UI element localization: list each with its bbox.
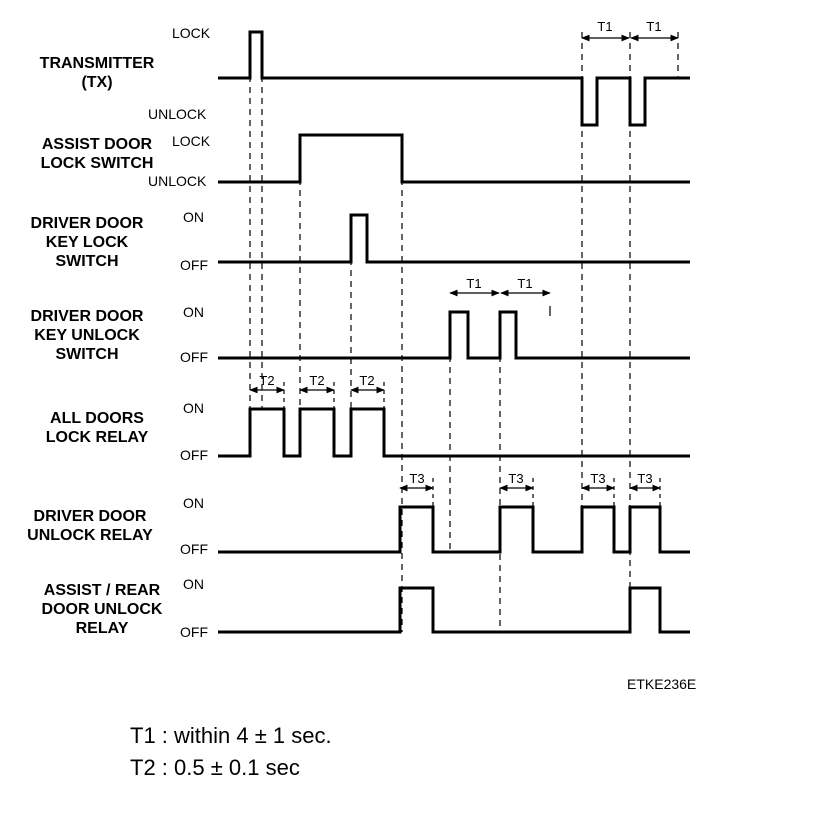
waveform-driver-door-key-lock-switch: [218, 213, 690, 264]
t3-label: T3: [508, 471, 523, 486]
waveform-transmitter: [218, 30, 690, 127]
state-high-label: LOCK: [172, 25, 211, 41]
state-labels: LOCK UNLOCK LOCK UNLOCK ON OFF ON OFF ON…: [148, 25, 211, 640]
svg-text:ALL DOORS: ALL DOORS: [50, 410, 144, 427]
state-low-label: OFF: [180, 541, 208, 557]
t1-label: T1: [646, 19, 661, 34]
signal-label-line: KEY UNLOCK: [34, 327, 140, 344]
svg-text:SWITCH: SWITCH: [55, 253, 118, 270]
state-low-label: OFF: [180, 349, 208, 365]
state-high-label: ON: [183, 576, 204, 592]
state-low-label: OFF: [180, 447, 208, 463]
signal-label-line: LOCK SWITCH: [41, 155, 154, 172]
t3-label: T3: [637, 471, 652, 486]
state-low-label: OFF: [180, 624, 208, 640]
signal-label-line: SWITCH: [55, 346, 118, 363]
signal-label-line: DRIVER DOOR: [34, 508, 147, 525]
state-low-label: OFF: [180, 257, 208, 273]
waveform-assist-rear-door-unlock-relay: [218, 586, 690, 634]
signal-label-line: TRANSMITTER: [40, 55, 155, 72]
figure-code: ETKE236E: [627, 676, 696, 692]
signal-label-line: ASSIST DOOR: [42, 136, 153, 153]
signal-label-line: DRIVER DOOR: [31, 215, 144, 232]
signal-label-line: SWITCH: [55, 253, 118, 270]
signal-label-line: DOOR UNLOCK: [42, 601, 163, 618]
svg-text:SWITCH: SWITCH: [55, 346, 118, 363]
timing-brackets: T1 T1 T1 T1 T2 T2 T2 T3 T3 T3 T3: [249, 19, 679, 507]
svg-text:DRIVER DOOR: DRIVER DOOR: [34, 508, 147, 525]
t1-label: T1: [517, 276, 532, 291]
svg-text:DRIVER DOOR: DRIVER DOOR: [31, 215, 144, 232]
signal-label-line: RELAY: [76, 620, 129, 637]
t2-label: T2: [259, 373, 274, 388]
t1-label: T1: [466, 276, 481, 291]
signal-label-line: (TX): [81, 74, 112, 91]
svg-text:KEY UNLOCK: KEY UNLOCK: [34, 327, 140, 344]
legend-line-t1: T1 : within 4 ± 1 sec.: [130, 723, 332, 748]
svg-text:DOOR UNLOCK: DOOR UNLOCK: [42, 601, 163, 618]
waveforms: [218, 30, 690, 634]
state-high-label: LOCK: [172, 133, 211, 149]
svg-text:ASSIST DOOR: ASSIST DOOR: [42, 136, 153, 153]
svg-text:LOCK SWITCH: LOCK SWITCH: [41, 155, 154, 172]
svg-text:LOCK RELAY: LOCK RELAY: [46, 429, 149, 446]
svg-text:ASSIST / REAR: ASSIST / REAR: [44, 582, 161, 599]
state-high-label: ON: [183, 304, 204, 320]
svg-text:TRANSMITTER: TRANSMITTER: [40, 55, 155, 72]
t2-label: T2: [309, 373, 324, 388]
t3-label: T3: [409, 471, 424, 486]
waveform-all-doors-lock-relay: [218, 407, 690, 458]
t2-label: T2: [359, 373, 374, 388]
state-low-label: UNLOCK: [148, 106, 207, 122]
waveform-assist-door-lock-switch: [218, 133, 690, 184]
signal-label-line: UNLOCK RELAY: [27, 527, 153, 544]
svg-text:(TX): (TX): [81, 74, 112, 91]
signal-label-line: KEY LOCK: [46, 234, 129, 251]
svg-text:KEY LOCK: KEY LOCK: [46, 234, 129, 251]
waveform-driver-door-unlock-relay: [218, 505, 690, 554]
signal-label-line: ALL DOORS: [50, 410, 144, 427]
state-low-label: UNLOCK: [148, 173, 207, 189]
timing-legend: T1 : within 4 ± 1 sec. T2 : 0.5 ± 0.1 se…: [130, 720, 332, 784]
signal-label-line: ASSIST / REAR: [44, 582, 161, 599]
waveform-driver-door-key-unlock-switch: [218, 310, 690, 360]
signal-label-line: DRIVER DOOR: [31, 308, 144, 325]
signal-label-line: LOCK RELAY: [46, 429, 149, 446]
svg-text:RELAY: RELAY: [76, 620, 129, 637]
legend-line-t2: T2 : 0.5 ± 0.1 sec: [130, 755, 300, 780]
state-high-label: ON: [183, 400, 204, 416]
state-high-label: ON: [183, 495, 204, 511]
t1-label: T1: [597, 19, 612, 34]
state-high-label: ON: [183, 209, 204, 225]
t3-label: T3: [590, 471, 605, 486]
svg-text:DRIVER DOOR: DRIVER DOOR: [31, 308, 144, 325]
svg-text:UNLOCK RELAY: UNLOCK RELAY: [27, 527, 153, 544]
signal-labels: TRANSMITTER (TX) ASSIST DOOR LOCK SWITCH…: [27, 55, 163, 637]
